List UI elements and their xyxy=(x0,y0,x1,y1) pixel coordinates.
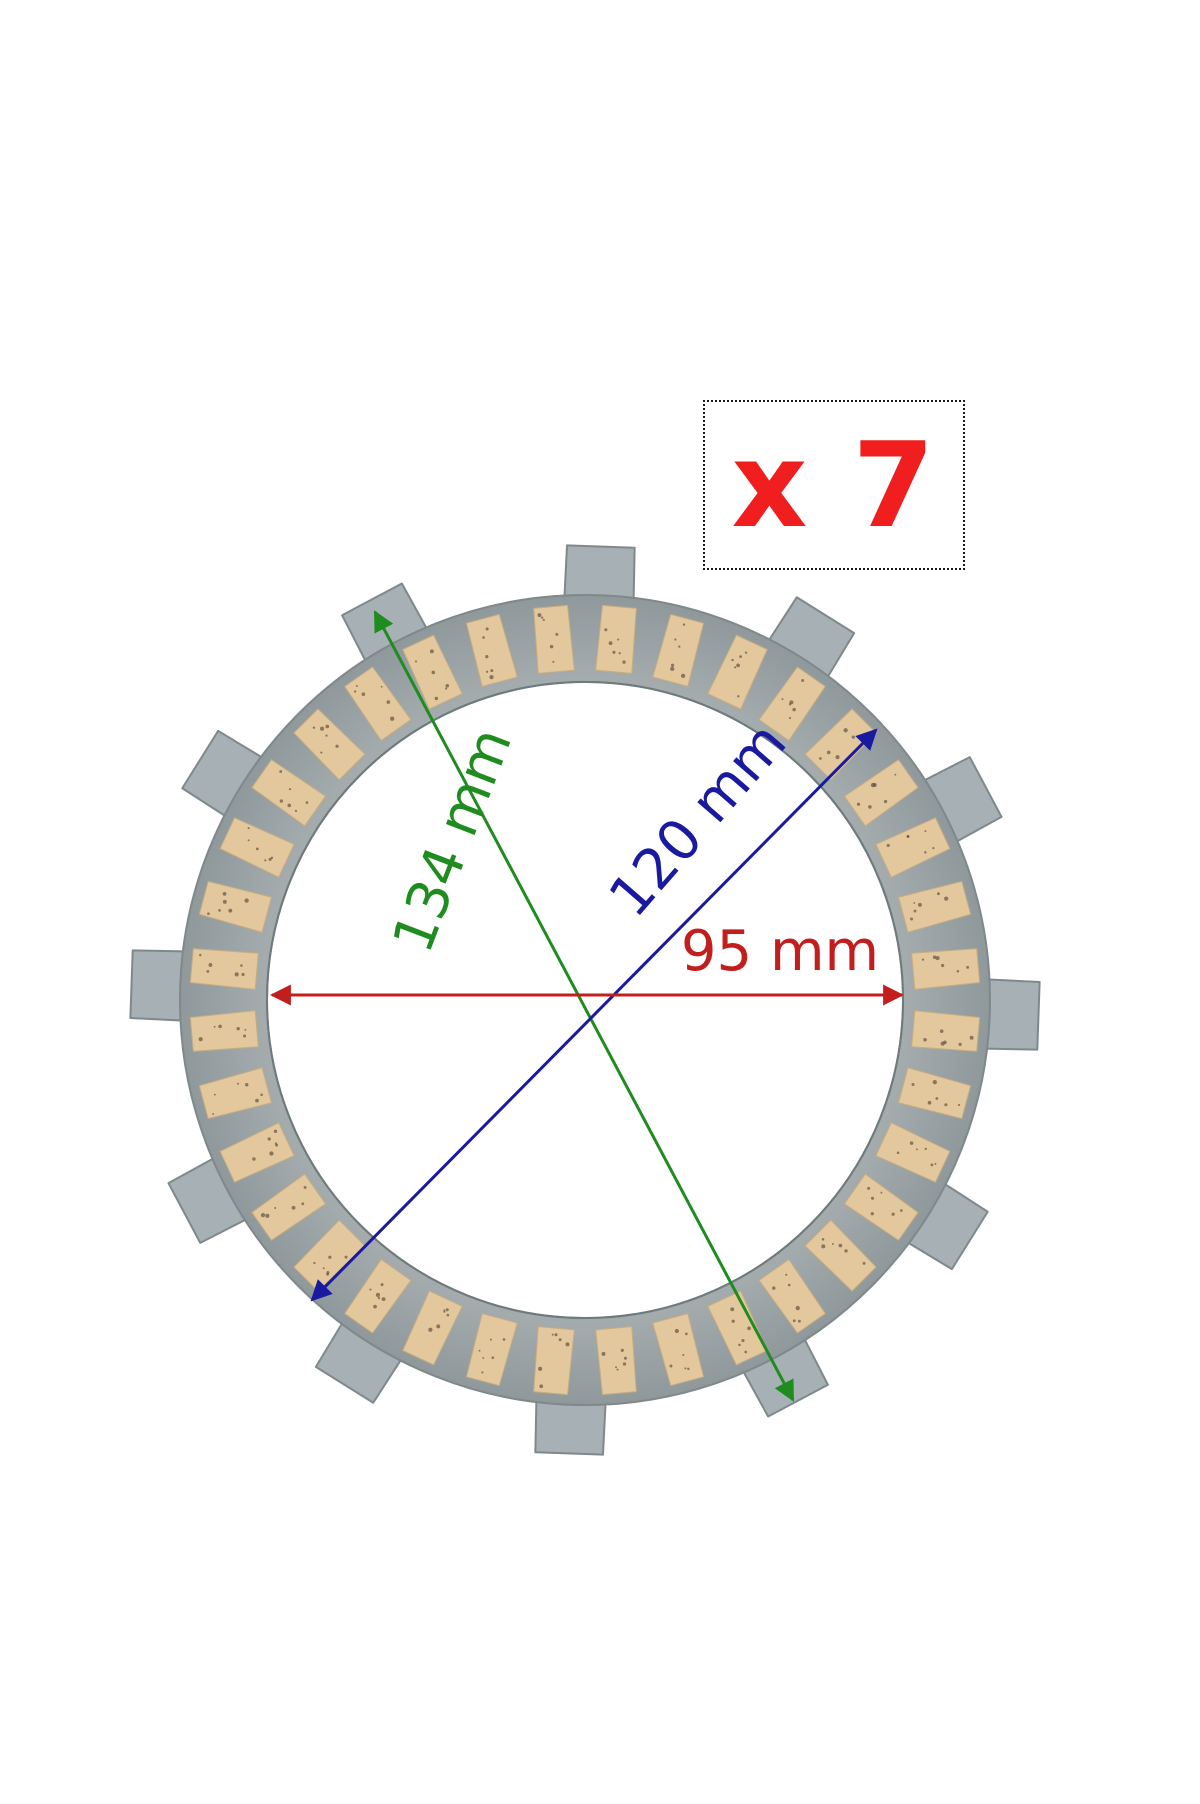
friction-pad xyxy=(219,1122,295,1183)
friction-pad xyxy=(533,604,575,674)
friction-pad xyxy=(189,1010,259,1052)
friction-pad xyxy=(595,1326,637,1396)
friction-pad xyxy=(911,948,981,990)
quantity-label: x 7 xyxy=(731,416,937,554)
friction-pad xyxy=(219,817,295,878)
middle-diameter-arrow xyxy=(310,728,878,1302)
outer-diameter-label: 134 mm xyxy=(380,720,524,962)
friction-pad xyxy=(595,604,637,674)
friction-pad xyxy=(533,1326,575,1396)
friction-pads xyxy=(189,604,981,1396)
friction-pad xyxy=(911,1010,981,1052)
inner-edge xyxy=(266,681,904,1319)
middle-diameter-label: 120 mm xyxy=(597,710,799,929)
friction-pad xyxy=(875,1122,951,1183)
friction-pad xyxy=(875,817,951,878)
friction-pad xyxy=(189,948,259,990)
friction-pad xyxy=(198,1067,273,1120)
quantity-badge: x 7 xyxy=(703,400,965,570)
friction-pad xyxy=(897,1067,972,1120)
plate-ring xyxy=(178,594,992,1406)
inner-diameter-label: 95 mm xyxy=(681,919,879,984)
friction-pad xyxy=(198,880,273,933)
friction-pad xyxy=(897,880,972,933)
